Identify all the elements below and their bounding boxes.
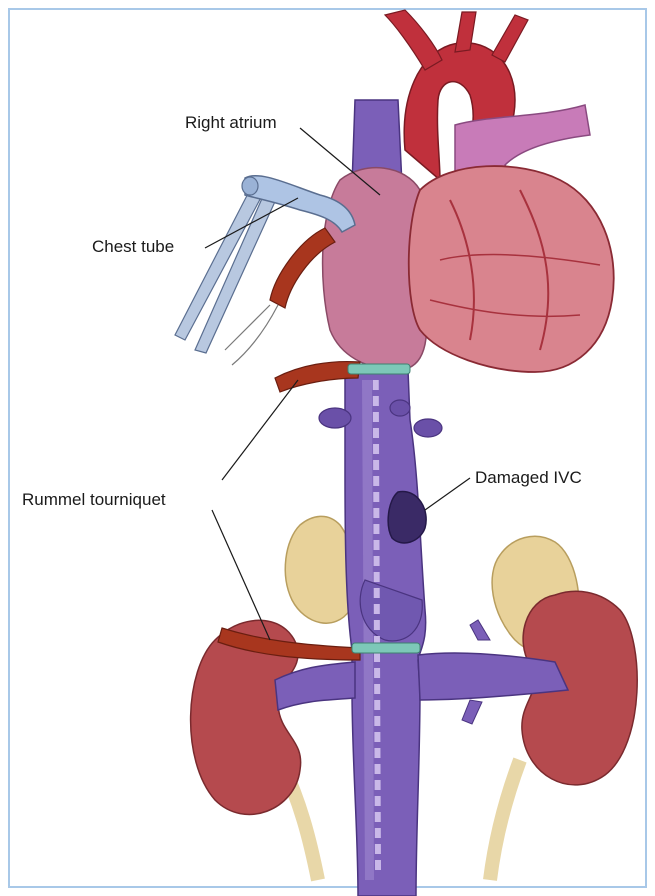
hepatic-vein-top bbox=[390, 400, 410, 416]
hepatic-vein-left bbox=[319, 408, 351, 428]
hepatic-vein-right bbox=[414, 419, 442, 437]
label-damaged-ivc: Damaged IVC bbox=[475, 468, 582, 487]
label-chest-tube: Chest tube bbox=[92, 237, 174, 256]
label-rummel-tourniquet: Rummel tourniquet bbox=[22, 490, 166, 509]
suprahepatic-band bbox=[348, 364, 410, 374]
suprarenal-band bbox=[352, 643, 420, 653]
heart-ventricles bbox=[409, 166, 614, 372]
label-right-atrium: Right atrium bbox=[185, 113, 277, 132]
right-renal-vein bbox=[418, 653, 568, 700]
chest-tube-end bbox=[242, 177, 258, 195]
